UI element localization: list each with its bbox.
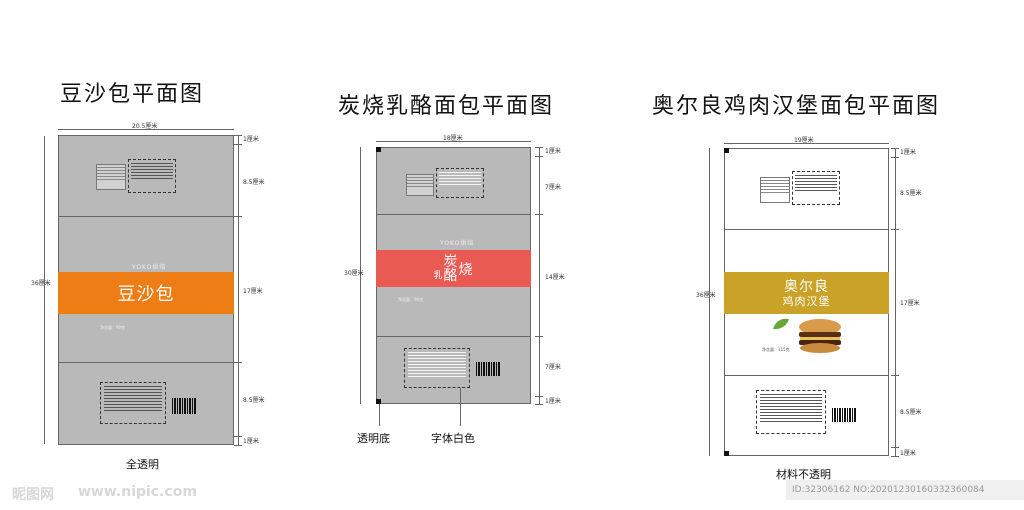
width-dim-line (376, 141, 531, 142)
fold-line (376, 214, 531, 215)
nutrition-table (760, 177, 790, 203)
info-text-lines (131, 163, 173, 181)
width-label: 18厘米 (443, 135, 463, 142)
right-caption: 材料不透明 (776, 468, 831, 481)
width-dim-line (724, 143, 889, 144)
leader-line (379, 404, 380, 426)
title-middle: 炭烧乳酪面包平面图 (338, 94, 555, 119)
info-text-lines (439, 172, 481, 187)
barcode (832, 408, 856, 422)
info-dashed-box (436, 168, 484, 198)
barcode (476, 362, 500, 376)
width-label: 19厘米 (794, 137, 814, 144)
seg-label: 7厘米 (545, 364, 561, 371)
width-dim-line (58, 129, 234, 130)
middle-caption-right: 字体白色 (431, 432, 475, 445)
watermark-logo: 昵图网 (12, 487, 54, 503)
info-text-lines (795, 175, 837, 193)
watermark-site: www.nipic.com (78, 484, 197, 500)
watermark-ref: ID:32306162 NO:20201230160332360084 (786, 480, 1024, 500)
brand-logo: YOKO烘焙 (132, 264, 167, 271)
height-dim-line (44, 136, 45, 444)
back-info-dashed-box (100, 382, 166, 424)
seg-label: 8.5厘米 (243, 179, 265, 186)
height-dim-line (360, 147, 361, 404)
back-info-dashed-box (756, 390, 826, 434)
back-text-lines (408, 352, 466, 379)
seg-label: 17厘米 (243, 288, 263, 295)
segment-dim-line (895, 148, 896, 456)
seg-label: 1厘米 (243, 136, 259, 143)
title-left: 豆沙包平面图 (60, 82, 205, 107)
net-weight: 净含量：115克 (762, 347, 790, 352)
seg-label: 1厘米 (243, 438, 259, 445)
barcode (172, 398, 196, 414)
segment-dim-line (539, 147, 540, 404)
back-text-lines (104, 386, 162, 413)
burger-image (796, 318, 844, 354)
left-caption: 全透明 (126, 458, 159, 471)
nutrition-table (406, 174, 434, 196)
fold-line (58, 362, 234, 363)
leaf-icon (772, 316, 790, 330)
product-name: 鸡肉汉堡 (782, 294, 831, 308)
height-label: 36厘米 (696, 292, 716, 299)
width-label: 20.5厘米 (132, 123, 158, 130)
seg-label: 1厘米 (900, 149, 916, 156)
product-band: 奥尔良 鸡肉汉堡 (724, 272, 889, 314)
net-weight: 净含量：90克 (398, 297, 424, 302)
fold-line (724, 229, 889, 230)
segment-dim-line (238, 135, 239, 445)
seg-label: 8.5厘米 (900, 190, 922, 197)
seg-label: 7厘米 (545, 184, 561, 191)
product-band: 豆沙包 (58, 272, 234, 314)
product-band: 乳 炭 酪 烧 (376, 250, 531, 287)
brand-logo: YOKO烘焙 (440, 240, 475, 247)
seg-label: 1厘米 (900, 450, 916, 457)
product-char: 烧 (458, 261, 474, 278)
fold-line (376, 336, 531, 337)
product-char: 炭 (443, 253, 459, 270)
net-weight: 净含量：90克 (100, 325, 126, 330)
title-right: 奥尔良鸡肉汉堡面包平面图 (652, 94, 941, 119)
height-label: 36厘米 (31, 280, 51, 287)
seg-label: 1厘米 (545, 398, 561, 405)
back-info-dashed-box (404, 348, 470, 388)
product-name: 奥尔良 (784, 278, 829, 295)
height-dim-line (709, 148, 710, 456)
seg-label: 17厘米 (900, 300, 920, 307)
product-name: 豆沙包 (117, 284, 175, 305)
back-text-lines (760, 394, 822, 424)
product-char: 酪 (443, 267, 459, 284)
seg-label: 8.5厘米 (900, 409, 922, 416)
middle-caption-left: 透明底 (357, 432, 390, 445)
nutrition-table (96, 164, 126, 190)
seg-label: 8.5厘米 (243, 397, 265, 404)
fold-line (58, 216, 234, 217)
product-char: 乳 (433, 271, 444, 281)
info-dashed-box (792, 171, 840, 205)
leader-line (460, 388, 461, 426)
height-label: 30厘米 (344, 270, 364, 277)
seg-label: 1厘米 (545, 148, 561, 155)
fold-line (724, 375, 889, 376)
info-dashed-box (128, 159, 176, 193)
seg-label: 14厘米 (545, 274, 565, 281)
